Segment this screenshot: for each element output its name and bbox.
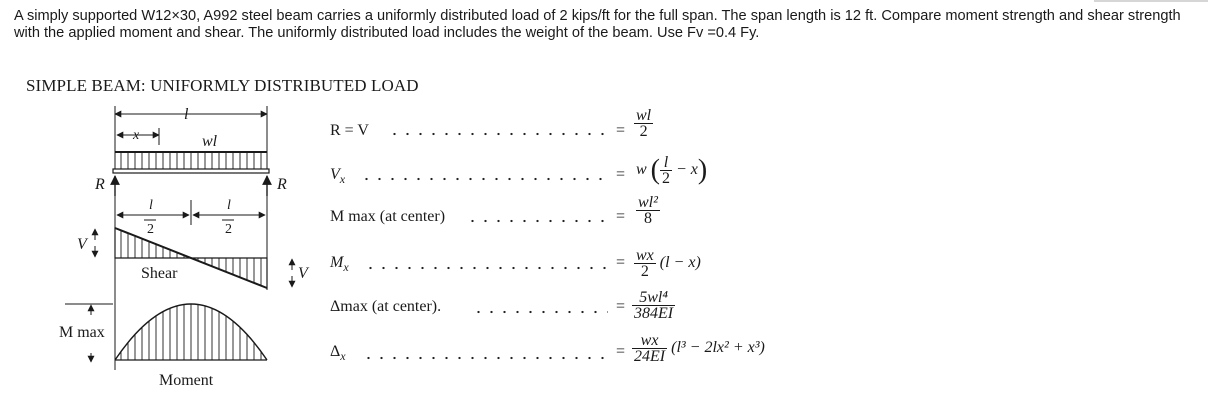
formula-mx-lhs: Mx bbox=[330, 254, 349, 275]
moment-caption: Moment bbox=[159, 372, 214, 389]
formula-dmax-rhs: 5wl⁴ 384EI bbox=[632, 289, 676, 322]
formula-mmax-eq: = bbox=[616, 208, 626, 225]
shear-right-label: V bbox=[298, 265, 310, 282]
problem-statement: A simply supported W12×30, A992 steel be… bbox=[14, 8, 1181, 41]
shear-caption: Shear bbox=[141, 265, 178, 282]
formula-r-lhs: R = V bbox=[330, 122, 369, 139]
half-left-num: l bbox=[149, 198, 153, 213]
formula-vx-lhs: Vx bbox=[330, 166, 346, 187]
formula-r-eq: = bbox=[616, 122, 626, 139]
formula-mmax-lhs: M max (at center) bbox=[330, 208, 446, 225]
half-right-den: 2 bbox=[225, 222, 232, 237]
section-title: SIMPLE BEAM: UNIFORMLY DISTRIBUTED LOAD bbox=[26, 76, 419, 95]
leader-dots bbox=[466, 219, 608, 223]
top-divider bbox=[1094, 0, 1208, 2]
moment-max-label: M max bbox=[59, 324, 105, 341]
load-label: wl bbox=[202, 133, 218, 150]
formula-dx-lhs: Δx bbox=[330, 343, 346, 364]
formula-dmax-lhs: Δmax (at center). bbox=[330, 298, 442, 315]
formula-dmax-eq: = bbox=[616, 298, 626, 315]
formula-r-rhs: wl 2 bbox=[634, 107, 654, 140]
shear-left-label: V bbox=[77, 236, 89, 253]
leader-dots bbox=[362, 356, 608, 360]
x-label: x bbox=[132, 128, 140, 143]
beam-diagram: l x wl R R l 2 l 2 V V Shear M max Momen… bbox=[59, 106, 310, 389]
leader-dots bbox=[364, 266, 608, 270]
formula-mx-eq: = bbox=[616, 254, 626, 271]
half-left-den: 2 bbox=[147, 222, 154, 237]
leader-dots bbox=[472, 310, 608, 314]
formula-mmax-rhs: wl² 8 bbox=[636, 194, 660, 227]
leader-dots bbox=[360, 177, 608, 181]
reaction-right-label: R bbox=[276, 176, 287, 193]
formula-vx-eq: = bbox=[616, 166, 626, 183]
reaction-left-label: R bbox=[94, 176, 105, 193]
span-label: l bbox=[184, 106, 189, 123]
leader-dots bbox=[388, 132, 608, 136]
formula-dx-eq: = bbox=[616, 343, 626, 360]
half-right-num: l bbox=[227, 198, 231, 213]
